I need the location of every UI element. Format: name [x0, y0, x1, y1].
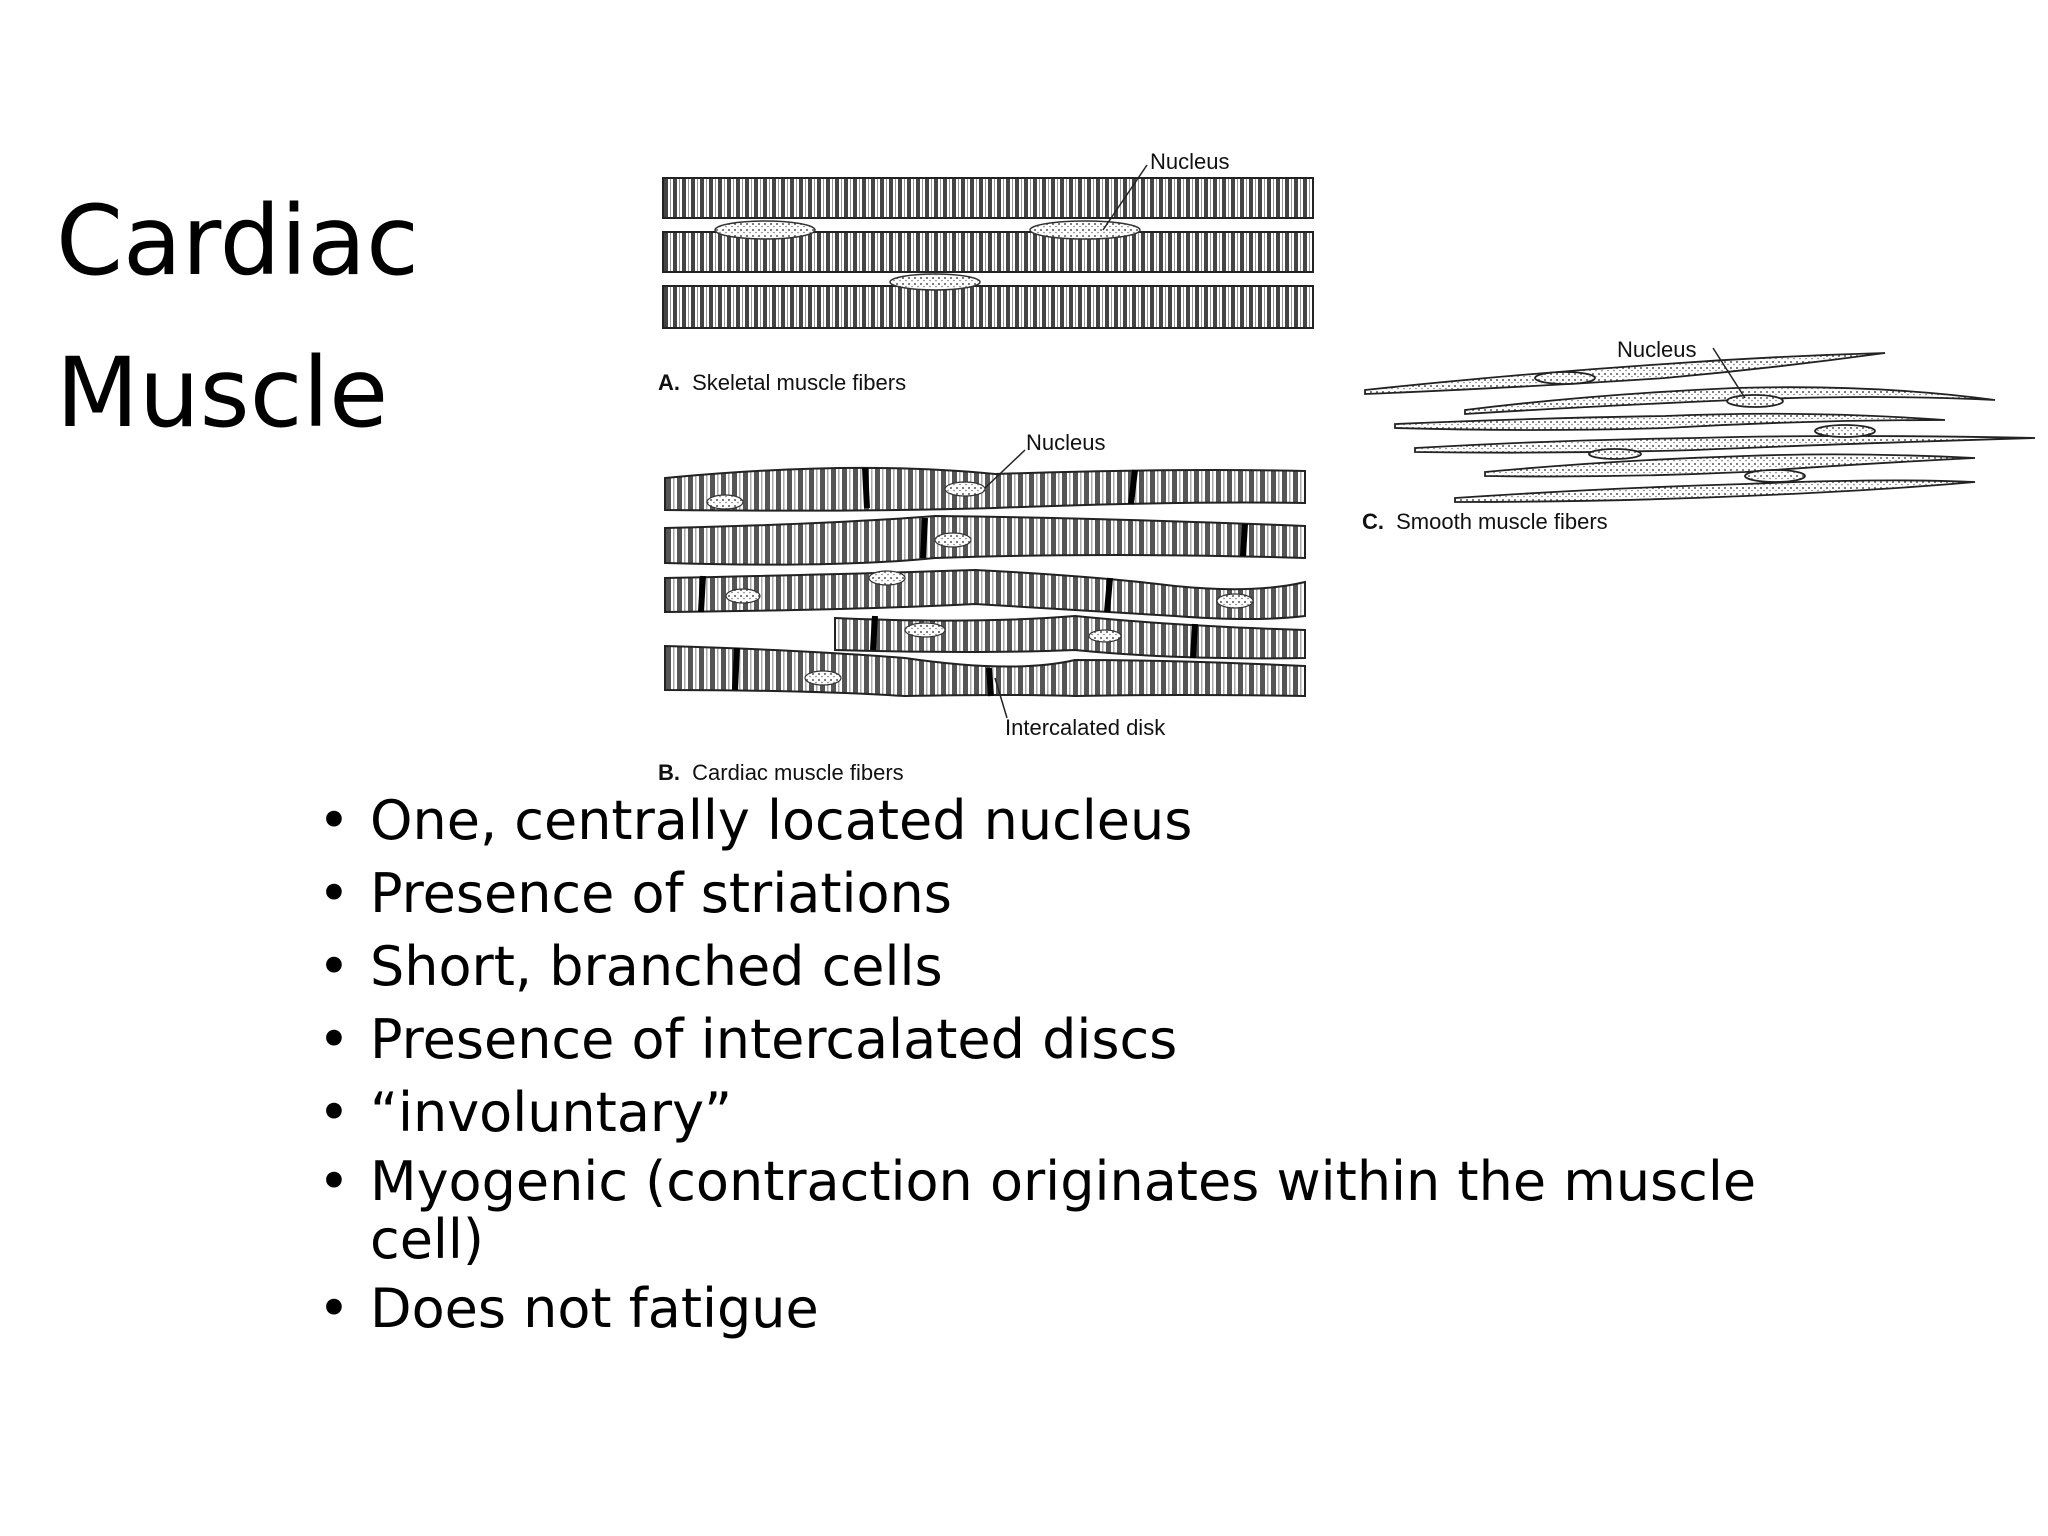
panel-c-caption: C. Smooth muscle fibers — [1362, 509, 1608, 534]
panel-c-caption-text: Smooth muscle fibers — [1396, 509, 1608, 534]
panel-b-caption-text: Cardiac muscle fibers — [692, 760, 904, 785]
bullet-list: One, centrally located nucleus Presence … — [318, 788, 1878, 1349]
title-line-1: Cardiac — [56, 185, 419, 297]
panel-b-caption: B. Cardiac muscle fibers — [658, 760, 904, 785]
bullet-item: “involuntary” — [318, 1080, 1878, 1146]
panel-a-nucleus-label: Nucleus — [1150, 149, 1229, 174]
bullet-item: Presence of striations — [318, 861, 1878, 927]
panel-b-nucleus-label: Nucleus — [1026, 430, 1105, 455]
bullet-item: Presence of intercalated discs — [318, 1007, 1878, 1073]
muscle-fibers-figure: Nucleus A. Skeletal muscle fibers — [655, 138, 2048, 790]
bullet-item: Short, branched cells — [318, 934, 1878, 1000]
title-line-2: Muscle — [56, 337, 389, 449]
panel-a-letter: A. — [658, 370, 680, 395]
bullet-item: Does not fatigue — [318, 1276, 1878, 1342]
bullet-item: One, centrally located nucleus — [318, 788, 1878, 854]
panel-c-letter: C. — [1362, 509, 1384, 534]
bullet-item: Myogenic (contraction originates within … — [318, 1153, 1878, 1269]
skeletal-fibers-drawing — [662, 164, 1314, 329]
smooth-fibers-drawing — [1364, 352, 2036, 503]
panel-c-nucleus-label: Nucleus — [1617, 337, 1696, 362]
panel-a-caption-text: Skeletal muscle fibers — [692, 370, 906, 395]
slide-title: Cardiac Muscle — [56, 165, 616, 469]
panel-a-caption: A. Skeletal muscle fibers — [658, 370, 906, 395]
panel-b-disk-label: Intercalated disk — [1005, 715, 1166, 740]
cardiac-fibers-drawing — [664, 449, 1306, 719]
panel-b-letter: B. — [658, 760, 680, 785]
